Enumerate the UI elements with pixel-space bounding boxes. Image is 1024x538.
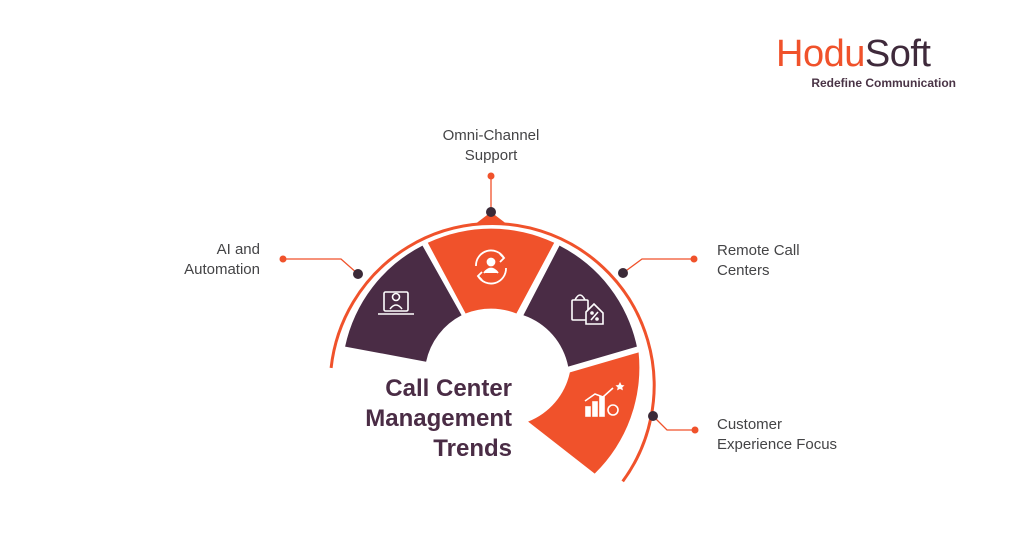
label-omni-line2: Support (464, 147, 518, 164)
dot-cx-end (691, 426, 699, 434)
label-remote-line1: Remote Call (717, 242, 800, 259)
segment-remote (523, 245, 637, 367)
logo-word-part1: Hodu (776, 33, 865, 75)
label-omni-channel: Omni-Channel Support (420, 126, 562, 166)
label-ai-automation: AI and Automation (160, 240, 260, 280)
title-line2: Management (365, 405, 512, 432)
omni-top-tab (474, 212, 508, 225)
dot-remote-end (690, 255, 698, 263)
label-ai-line1: AI and (216, 241, 260, 258)
logo-word-part2: Soft (864, 33, 931, 75)
label-cx-line2: Experience Focus (717, 436, 838, 453)
label-remote-line2: Centers (717, 262, 770, 279)
logo-wordmark: HoduSoft (776, 34, 986, 74)
user-sync-icon (475, 249, 507, 285)
connector-lines (283, 176, 695, 431)
logo-tagline: Redefine Communication (811, 76, 956, 90)
segment-cx (528, 352, 640, 474)
growth-chart-gear-icon (584, 382, 625, 417)
label-ai-line2: Automation (184, 261, 260, 278)
title-line3: Trends (433, 435, 512, 462)
title-line1: Call Center (385, 375, 512, 402)
dot-ai-end (279, 255, 287, 263)
dot-ai-arc (353, 269, 363, 279)
hodusoft-logo: HoduSoft Redefine Communication (776, 34, 986, 90)
dot-cx-arc (648, 411, 658, 421)
diagram-title: Call Center Management Trends (300, 374, 512, 464)
segment-ai (345, 245, 462, 362)
label-remote-call-centers: Remote Call Centers (717, 241, 837, 281)
dot-remote-arc (618, 268, 628, 278)
connector-cx (652, 415, 695, 431)
label-cx-line1: Customer (717, 416, 783, 433)
label-customer-experience: Customer Experience Focus (717, 415, 867, 455)
connector-remote (622, 258, 694, 274)
dot-omni-arc (486, 207, 496, 217)
label-omni-line1: Omni-Channel (442, 127, 540, 144)
shopping-bag-discount-icon (571, 294, 604, 325)
dot-omni-end (487, 172, 495, 180)
connector-ai (283, 258, 359, 275)
laptop-user-icon (378, 291, 414, 315)
outer-arc-line (329, 222, 656, 483)
